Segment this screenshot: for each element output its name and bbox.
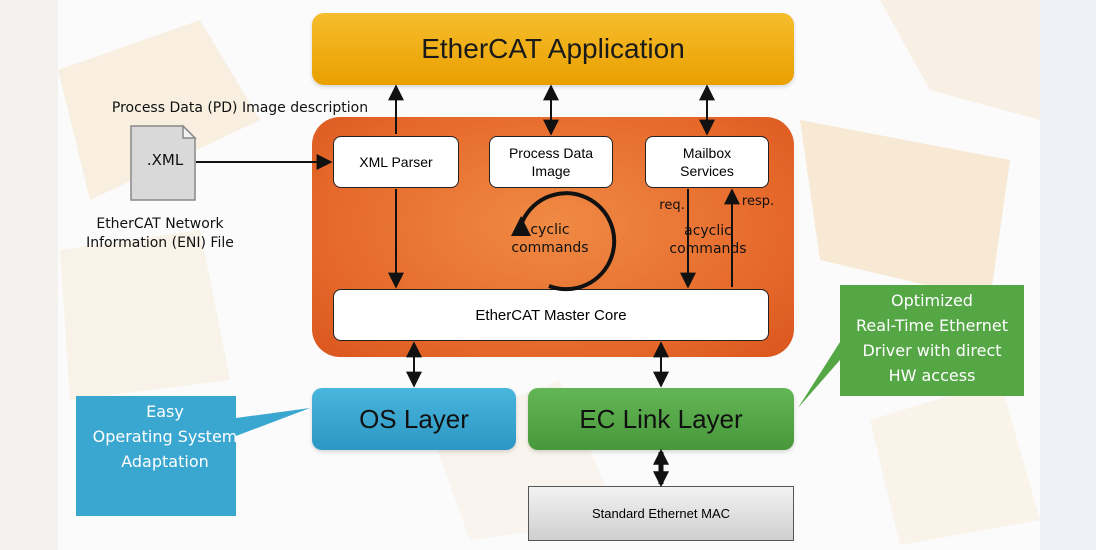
pdi-label-line1: Process Data xyxy=(508,145,594,161)
pd-image-description: Process Data (PD) Image description xyxy=(111,100,369,116)
req-label: req. xyxy=(659,198,685,213)
xml-file-label: .XML xyxy=(146,151,184,169)
mailbox-label-line2: Services xyxy=(680,163,734,179)
resp-label: resp. xyxy=(741,194,775,209)
cyclic-circular-arrow xyxy=(519,191,617,292)
ethernet-mac-label: Standard Ethernet MAC xyxy=(591,506,731,521)
ethernet-mac-box: Standard Ethernet MAC xyxy=(528,486,794,541)
eni-file-line2: Information (ENI) File xyxy=(86,235,234,251)
ec-link-layer-label: EC Link Layer xyxy=(579,403,743,434)
optimized-driver-callout-shape xyxy=(798,285,1024,408)
easy-callout-line1: Easy xyxy=(146,402,184,421)
process-data-image-box: Process Data Image xyxy=(489,136,613,188)
optimized-callout-line2: Real-Time Ethernet xyxy=(856,316,1008,335)
xml-parser-box: XML Parser xyxy=(333,136,459,188)
acyclic-label-line1: acyclic xyxy=(684,223,732,239)
easy-callout-line3: Adaptation xyxy=(121,452,209,471)
optimized-callout-line1: Optimized xyxy=(891,291,973,310)
easy-adaptation-callout-shape xyxy=(76,396,310,516)
xml-parser-label: XML Parser xyxy=(359,154,433,170)
eni-file-line1: EtherCAT Network xyxy=(96,216,224,232)
mailbox-label-line1: Mailbox xyxy=(682,145,732,161)
ethercat-master-core-box: EtherCAT Master Core xyxy=(333,289,769,341)
ec-link-layer-box: EC Link Layer xyxy=(528,388,794,450)
mailbox-services-box: Mailbox Services xyxy=(645,136,769,188)
easy-callout-line2: Operating System xyxy=(92,427,238,446)
background-right-band xyxy=(1040,0,1096,550)
ethercat-application-box: EtherCAT Application xyxy=(312,13,794,85)
os-layer-label: OS Layer xyxy=(359,403,469,434)
xml-file-icon xyxy=(130,124,197,201)
ethercat-application-label: EtherCAT Application xyxy=(421,33,685,64)
cyclic-label-line2: commands xyxy=(511,240,589,256)
background-left-band xyxy=(0,0,58,550)
master-core-label: EtherCAT Master Core xyxy=(475,306,627,324)
pdi-label-line2: Image xyxy=(531,163,571,179)
cyclic-arrow-head xyxy=(511,216,531,236)
cyclic-label-line1: cyclic xyxy=(530,222,570,238)
os-layer-box: OS Layer xyxy=(312,388,516,450)
optimized-callout-line4: HW access xyxy=(888,366,976,385)
optimized-callout-line3: Driver with direct xyxy=(862,341,1002,360)
